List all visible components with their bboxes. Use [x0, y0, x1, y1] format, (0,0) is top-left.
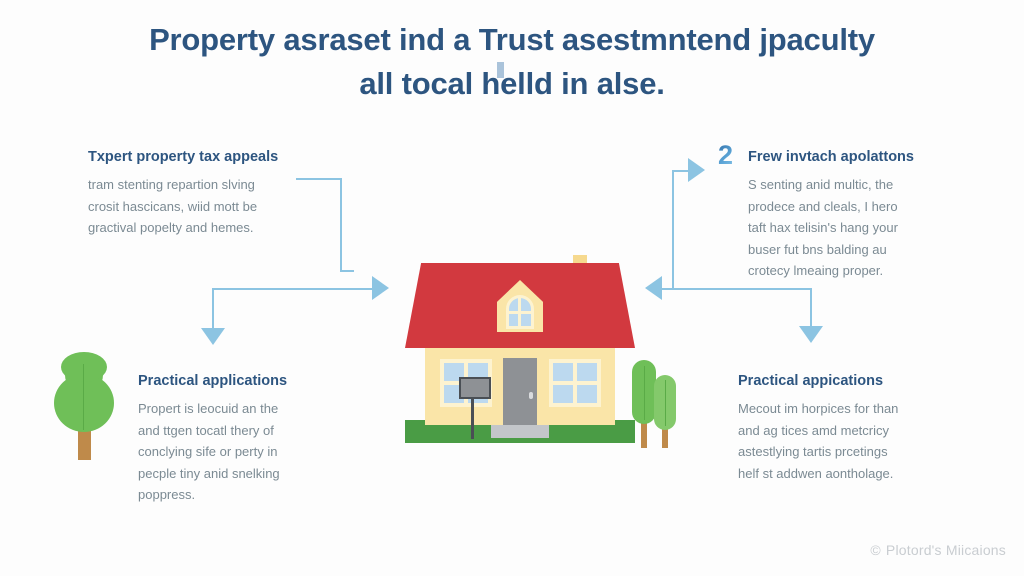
- arrow-down-right-icon: [799, 326, 823, 343]
- tree-vein: [83, 364, 85, 430]
- connector-right-vertical: [672, 170, 674, 288]
- body-line: Propert is leocuid an the: [138, 401, 279, 416]
- body-line: taft hax telisin's hang your: [748, 220, 898, 235]
- mullion: [553, 381, 597, 385]
- connector-top-left-stub: [296, 178, 342, 180]
- tree-right-short: [654, 375, 676, 448]
- title-line-1: Property asraset ind a Trust asestmntend…: [149, 22, 875, 57]
- block-body: Mecout im horpices for than and ag tices…: [738, 398, 948, 484]
- dormer-window: [509, 298, 531, 326]
- block-heading: Practical applications: [138, 373, 288, 389]
- body-line: poppress.: [138, 487, 196, 502]
- text-block-top-right: Frew invtach apolattons S senting anid m…: [748, 148, 948, 282]
- connector-right-top-stub: [672, 170, 696, 172]
- connector-right-main: [662, 288, 812, 290]
- step-number-badge: 2: [718, 140, 734, 170]
- block-body: S senting anid multic, the prodece and c…: [748, 174, 948, 282]
- tree-vein: [643, 366, 645, 420]
- connector-right-branch: [810, 288, 812, 330]
- connector-top-left-join: [340, 270, 354, 272]
- tree-vein: [664, 380, 666, 426]
- tree-trunk: [641, 418, 647, 448]
- body-line: buser fut bns balding au: [748, 241, 887, 257]
- block-body: Propert is leocuid an the and ttgen toca…: [138, 398, 338, 506]
- text-block-top-left: Txpert property tax appeals tram stentin…: [88, 148, 303, 239]
- house-illustration: [405, 255, 635, 450]
- tree-trunk: [78, 424, 91, 460]
- title-line-2: all tocal helld in alse.: [359, 66, 665, 101]
- mullion: [509, 311, 531, 314]
- body-line: gractival popelty and hemes.: [88, 220, 254, 235]
- connector-left-main: [212, 288, 380, 290]
- tree-right-tall: [632, 360, 656, 448]
- body-line: and ag tices amd metcricy: [738, 422, 890, 438]
- window-right: [553, 363, 597, 403]
- body-line: Mecout im horpices for than: [738, 401, 899, 416]
- arrow-right-icon: [372, 276, 389, 300]
- for-sale-sign-board: [459, 377, 491, 399]
- watermark-text: Plotord's Miicaions: [885, 542, 1006, 558]
- for-sale-sign-post: [471, 387, 474, 439]
- connector-left-branch: [212, 288, 214, 332]
- text-block-bottom-left: Practical applications Propert is leocui…: [138, 372, 338, 506]
- body-line: pecple tiny anid snelking: [138, 465, 280, 481]
- body-line: prodece and cleals, I hero: [748, 198, 898, 214]
- page-title: Property asraset ind a Trust asestmntend…: [0, 18, 1024, 106]
- body-line: crotecy lmeaing proper.: [748, 263, 884, 278]
- block-heading: Txpert property tax appeals: [88, 149, 279, 165]
- block-heading: Frew invtach apolattons: [748, 149, 914, 165]
- body-line: astestlying tartis prcetings: [738, 444, 888, 459]
- text-block-bottom-right: Practical appications Mecout im horpices…: [738, 372, 948, 484]
- watermark: © Plotord's Miicaions: [870, 542, 1006, 558]
- arrow-down-left-icon: [201, 328, 225, 345]
- connector-top-left-vertical: [340, 178, 342, 271]
- tree-left: [52, 352, 116, 460]
- block-body: tram stenting repartion slving crosit ha…: [88, 174, 303, 239]
- arrow-right-step2-icon: [688, 158, 705, 182]
- body-line: conclying sife or perty in: [138, 444, 278, 459]
- block-heading: Practical appications: [738, 373, 884, 389]
- doorknob: [529, 392, 533, 399]
- title-artifact-mark: [497, 62, 504, 78]
- body-line: helf st addwen aontholage.: [738, 465, 894, 481]
- copyright-icon: ©: [870, 542, 881, 558]
- arrow-left-icon: [645, 276, 662, 300]
- tree-trunk: [662, 425, 668, 448]
- body-line: crosit hascicans, wiid mott be: [88, 198, 258, 214]
- body-line: and ttgen tocatl thery of: [138, 422, 274, 438]
- body-line: tram stenting repartion slving: [88, 177, 255, 192]
- body-line: S senting anid multic, the: [748, 177, 894, 192]
- front-step: [491, 425, 549, 438]
